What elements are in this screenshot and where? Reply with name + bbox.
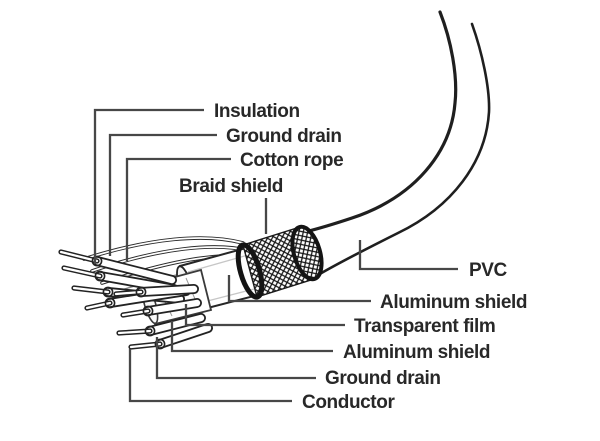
wire-collar [94, 270, 106, 282]
pvc-jacket-inner-edge [316, 22, 491, 277]
pvc-jacket-fill [305, 12, 490, 275]
strand-insulation-core [83, 237, 244, 260]
braid-shield-band [235, 224, 324, 300]
wire [113, 284, 199, 298]
braid-ring-right-mouth [290, 224, 324, 282]
wire-collar [91, 255, 103, 267]
label-transparent-film: Transparent film [354, 316, 495, 337]
labels: Insulation Ground drain Cotton rope Brai… [179, 101, 527, 413]
label-insulation: Insulation [214, 101, 300, 122]
leader-conductor [128, 349, 292, 403]
wire-collar [144, 325, 156, 337]
label-conductor: Conductor [302, 392, 395, 413]
label-ground-drain-top: Ground drain [226, 126, 342, 147]
wire [128, 323, 213, 350]
wire-collar [154, 338, 166, 350]
label-cotton-rope: Cotton rope [240, 150, 343, 171]
leader-aluminum-shield-outer [227, 275, 371, 303]
leader-insulation [93, 108, 204, 264]
cable-art [58, 10, 491, 350]
label-aluminum-shield-outer: Aluminum shield [380, 292, 527, 313]
label-pvc: PVC [469, 260, 508, 281]
wire [120, 298, 202, 318]
leader-lines [93, 108, 458, 403]
leader-ground-drain-bottom [155, 337, 316, 380]
leader-aluminum-shield-inner [170, 321, 333, 353]
braid-ring-left [235, 242, 265, 300]
wire-collar [102, 286, 114, 298]
leader-transparent-film [184, 304, 345, 327]
wire [58, 249, 177, 285]
leader-ground-drain-top [108, 133, 217, 256]
wire-bundle [58, 249, 213, 350]
wire-collar [135, 286, 147, 298]
pvc-jacket-outer-edge [303, 10, 458, 234]
wire-collar [104, 297, 116, 309]
leader-pvc [358, 240, 458, 271]
label-aluminum-shield-inner: Aluminum shield [343, 342, 490, 363]
leader-cotton-rope [125, 157, 231, 261]
wire [116, 313, 206, 337]
label-ground-drain-bottom: Ground drain [325, 368, 441, 389]
wire-collar [142, 305, 154, 317]
label-braid-shield: Braid shield [179, 176, 283, 197]
